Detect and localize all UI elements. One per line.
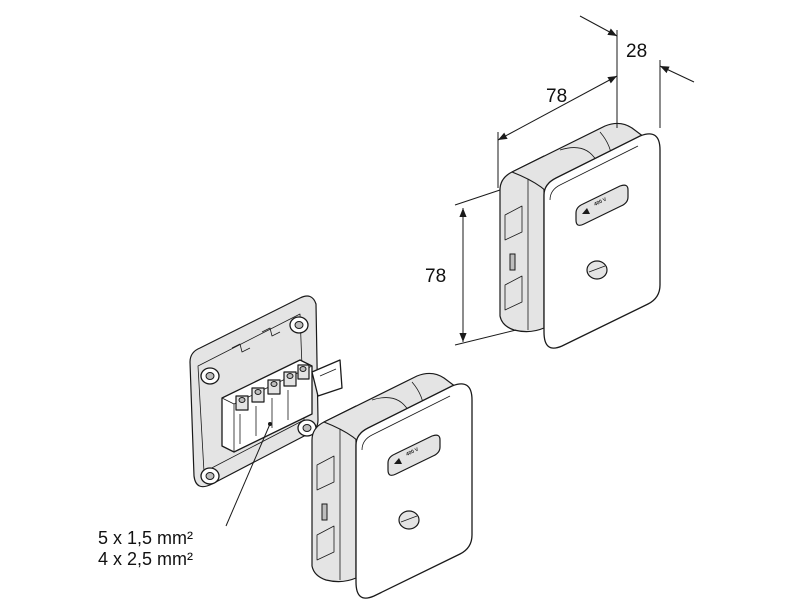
terminal-4 [283,371,297,420]
brand-badge [586,260,608,280]
terminal-1 [235,395,249,444]
screw-top-right [289,316,309,334]
depth-dimension: 28 [579,15,695,128]
cable-spec-line-2: 4 x 2,5 mm² [98,549,193,569]
base-plate-view [189,295,343,488]
cable-spec-line-1: 5 x 1,5 mm² [98,528,193,548]
screw-bottom-left [200,467,220,485]
voltage-label: 400 V [593,196,608,207]
lid-view: 400 V [311,372,473,599]
lid-brand-badge [398,510,420,530]
depth-dimension-value: 28 [626,41,647,62]
terminal-5 [297,364,310,380]
height-dimension-value: 78 [425,266,446,287]
terminal-block [221,359,313,453]
terminal-2 [251,387,265,436]
cable-spec-leader [225,422,272,527]
lid-voltage-label-window [387,434,441,476]
screw-top-left [200,367,220,385]
lid-hazard-triangle-icon [394,458,402,464]
height-dimension: 78 [425,189,517,346]
voltage-label-window [575,184,629,226]
cable-spec: 5 x 1,5 mm² 4 x 2,5 mm² [98,528,193,569]
lid-voltage-label: 400 V [405,446,420,457]
hazard-triangle-icon [582,208,590,214]
closed-box-view: 400 V [499,122,661,349]
terminal-3 [267,379,281,428]
width-dimension: 78 [497,75,618,188]
width-dimension-value: 78 [546,86,567,107]
